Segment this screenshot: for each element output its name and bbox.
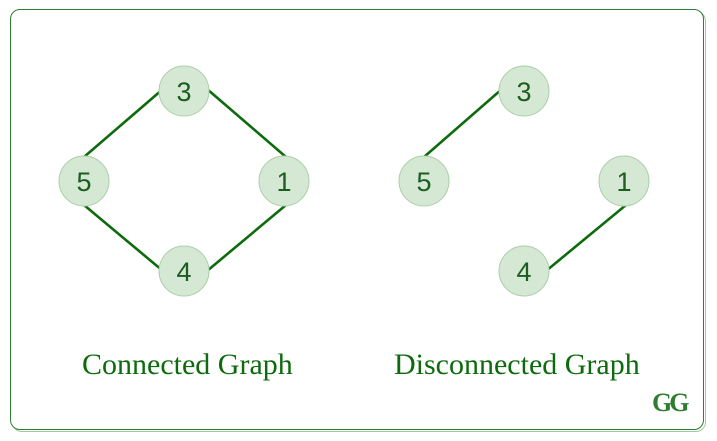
disconnected-graph-nodes: 3 5 1 4 bbox=[398, 65, 650, 297]
graph-node: 3 bbox=[158, 65, 210, 117]
node-label: 3 bbox=[176, 77, 191, 107]
graph-node: 1 bbox=[598, 155, 650, 207]
diagram-frame bbox=[10, 9, 704, 430]
graph-node: 3 bbox=[498, 65, 550, 117]
graph-node: 1 bbox=[258, 155, 310, 207]
graph-node: 5 bbox=[58, 155, 110, 207]
connected-graph-nodes: 3 5 1 4 bbox=[58, 65, 310, 297]
edge-3-5-disconnected bbox=[423, 88, 503, 158]
edge-5-4 bbox=[83, 204, 164, 272]
disconnected-graph-edges bbox=[423, 88, 627, 273]
graph-node: 4 bbox=[498, 245, 550, 297]
edge-1-4-disconnected bbox=[545, 203, 627, 273]
node-label: 4 bbox=[176, 257, 191, 287]
graph-node: 4 bbox=[158, 245, 210, 297]
graph-node: 5 bbox=[398, 155, 450, 207]
edge-3-1 bbox=[206, 88, 287, 158]
connected-graph-edges bbox=[83, 88, 287, 272]
connected-graph-caption: Connected Graph bbox=[82, 348, 293, 381]
node-label: 1 bbox=[616, 167, 631, 197]
brand-logo: GG bbox=[652, 388, 689, 417]
node-label: 4 bbox=[516, 257, 531, 287]
node-label: 5 bbox=[416, 167, 431, 197]
disconnected-graph-caption: Disconnected Graph bbox=[394, 348, 640, 381]
node-label: 1 bbox=[276, 167, 291, 197]
edge-3-5 bbox=[83, 88, 164, 158]
node-label: 5 bbox=[76, 167, 91, 197]
edge-1-4 bbox=[206, 204, 287, 272]
node-label: 3 bbox=[516, 77, 531, 107]
